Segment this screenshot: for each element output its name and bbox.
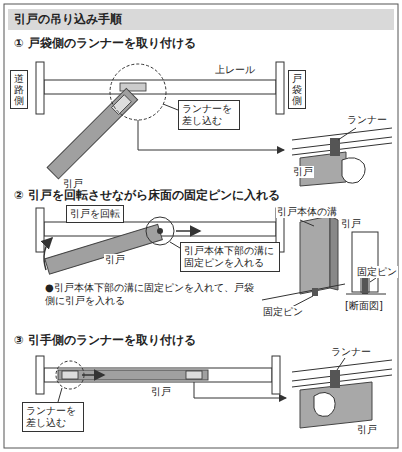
box-text: ランナーを差し込む	[182, 103, 236, 127]
part-label: 引戸	[292, 166, 314, 178]
part-label: 引戸	[150, 386, 172, 398]
callout-box: ランナーを差し込む	[178, 100, 240, 130]
box-text: 戸袋側	[292, 73, 302, 106]
part-label: 固定ピン	[262, 306, 304, 318]
title-text: 引戸の吊り込み手順	[14, 12, 122, 26]
part-label: 引戸	[104, 254, 126, 266]
box-text: 引戸本体下部の溝に固定ピンを入れる	[184, 245, 276, 269]
callout-box: ランナーを差し込む	[22, 402, 84, 432]
part-label: [断面図]	[344, 300, 384, 312]
part-label: 引戸本体の溝	[276, 206, 338, 218]
part-label: 引戸	[340, 218, 362, 230]
side-label-box: 道路側	[10, 70, 28, 109]
step-heading: ① 戸袋側のランナーを取り付ける	[14, 37, 196, 51]
step-heading: ③ 引手側のランナーを取り付ける	[14, 334, 196, 348]
box-text: 道路側	[14, 73, 24, 106]
step-heading: ② 引戸を回転させながら床面の固定ピンに入れる	[14, 189, 280, 203]
part-label: ランナー	[330, 346, 372, 358]
callout-box: 引戸を回転	[66, 205, 124, 223]
callout-box: 引戸本体下部の溝に固定ピンを入れる	[180, 242, 280, 272]
box-text: 引戸を回転	[70, 208, 120, 220]
side-label-box: 戸袋側	[288, 70, 306, 109]
part-label: 引戸	[356, 424, 378, 436]
note-text: ●引戸本体下部の溝に固定ピンを入れて、戸袋側に引戸を入れる	[44, 281, 256, 307]
part-label: 固定ピン	[356, 266, 398, 278]
part-label: 上レール	[214, 64, 256, 76]
box-text: ランナーを差し込む	[26, 405, 80, 429]
part-label: ランナー	[346, 114, 388, 126]
